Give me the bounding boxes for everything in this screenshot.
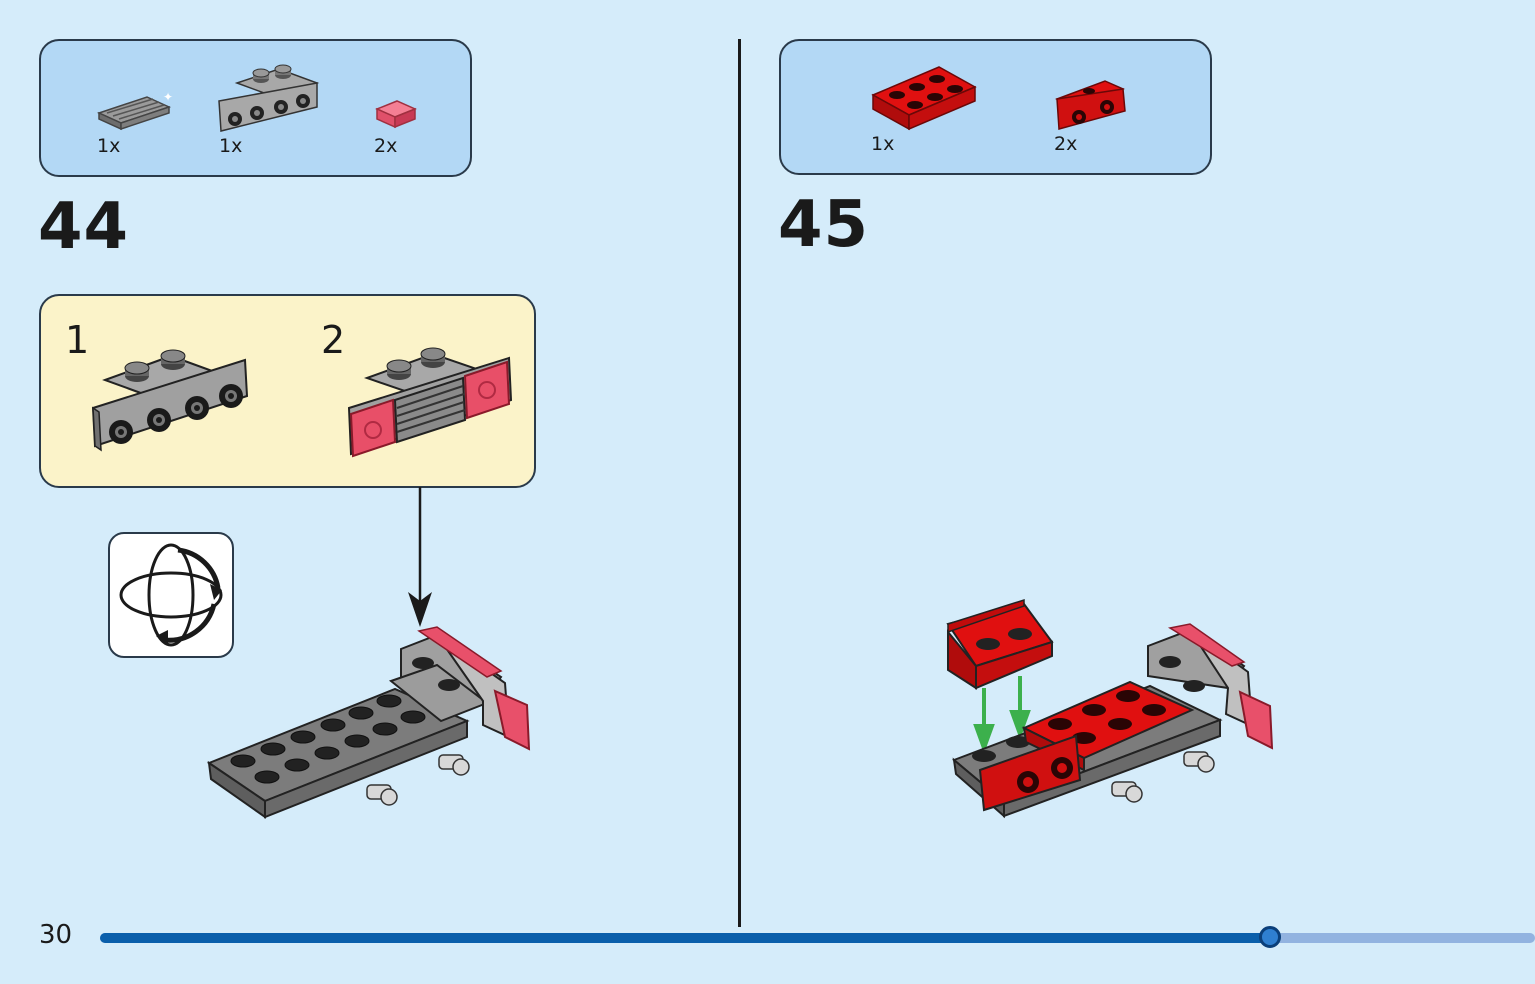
red-bracket-part	[1055, 80, 1126, 130]
step-number: 44	[38, 190, 130, 264]
step45-parts-box: 1x 2x	[779, 39, 1212, 175]
substep-2-assembly	[347, 347, 513, 458]
grille-tile-part: ✦	[96, 90, 173, 131]
rotate-model-icon	[119, 543, 223, 647]
substep-number: 1	[65, 318, 90, 362]
trans-red-tile-part	[375, 100, 417, 129]
part-qty: 1x	[219, 135, 243, 157]
step44-parts-box: ✦ 1x 1x 2x	[39, 39, 472, 177]
page-number: 30	[39, 920, 73, 950]
part-qty: 1x	[871, 133, 895, 155]
page-divider	[738, 39, 741, 927]
progress-fill	[100, 933, 1270, 943]
subassembly-arrow	[408, 487, 432, 627]
substep-number: 2	[321, 318, 346, 362]
red-plate-part	[871, 66, 977, 131]
step-number: 45	[778, 188, 870, 262]
step44-model	[206, 626, 531, 819]
subassembly-callout: 1 2	[39, 294, 536, 488]
substep-1-bracket	[91, 349, 249, 452]
progress-knob	[1259, 926, 1281, 948]
part-qty: 2x	[1054, 133, 1078, 155]
part-qty: 2x	[374, 135, 398, 157]
bracket-plate-part	[218, 64, 320, 132]
svg-text:✦: ✦	[163, 90, 173, 104]
step45-model	[946, 598, 1274, 819]
rotate-model-box	[108, 532, 234, 658]
part-qty: 1x	[97, 135, 121, 157]
